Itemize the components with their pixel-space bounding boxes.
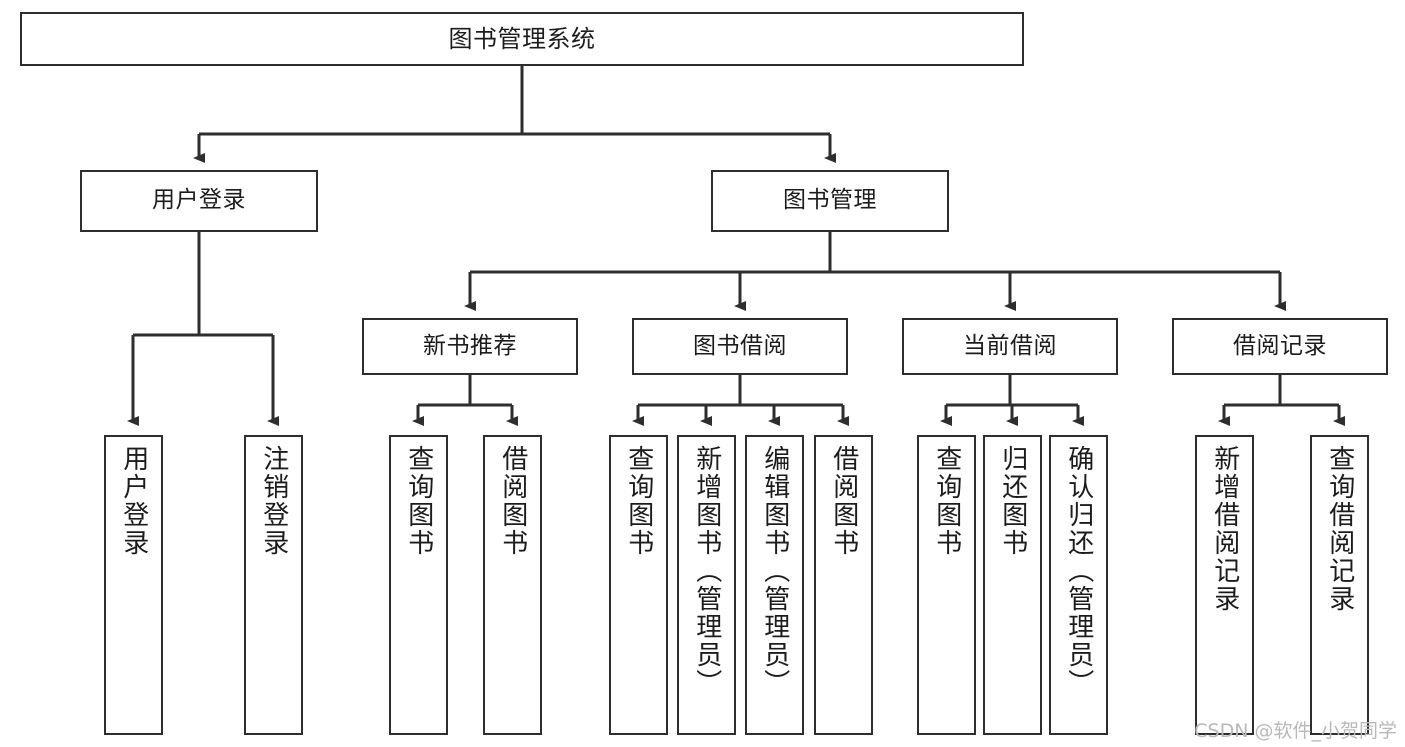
- node-label: 归还图书: [997, 445, 1028, 557]
- leaf-logout[interactable]: 注销登录: [244, 435, 303, 735]
- leaf-user-login[interactable]: 用户登录: [104, 435, 163, 735]
- node-new-book-recommendation[interactable]: 新书推荐: [362, 318, 578, 375]
- node-label: 确认归还（管理员）: [1063, 445, 1094, 697]
- node-label: 用户登录: [152, 187, 246, 214]
- leaf-query-books-recommendation[interactable]: 查询图书: [389, 435, 448, 735]
- node-label: 编辑图书（管理员）: [759, 445, 790, 697]
- node-label: 查询图书: [623, 445, 654, 557]
- leaf-add-borrow-record[interactable]: 新增借阅记录: [1195, 435, 1254, 735]
- node-book-borrowing[interactable]: 图书借阅: [632, 318, 848, 375]
- node-label: 借阅图书: [497, 445, 528, 557]
- leaf-query-borrow-record[interactable]: 查询借阅记录: [1310, 435, 1369, 735]
- node-label: 借阅图书: [828, 445, 859, 557]
- leaf-query-books-current[interactable]: 查询图书: [917, 435, 976, 735]
- node-user-login[interactable]: 用户登录: [80, 170, 318, 232]
- node-label: 新增借阅记录: [1209, 445, 1240, 613]
- node-label: 新书推荐: [423, 332, 517, 359]
- node-label: 图书管理: [783, 187, 877, 214]
- watermark: CSDN @软件_小贺同学: [1194, 720, 1397, 742]
- node-label: 注销登录: [258, 445, 289, 557]
- node-label: 查询图书: [931, 445, 962, 557]
- leaf-borrow-books[interactable]: 借阅图书: [814, 435, 873, 735]
- leaf-borrow-books-recommendation[interactable]: 借阅图书: [483, 435, 542, 735]
- node-label: 查询图书: [403, 445, 434, 557]
- node-label: 图书借阅: [693, 332, 787, 359]
- node-current-borrowing[interactable]: 当前借阅: [902, 318, 1118, 375]
- node-label: 新增图书（管理员）: [691, 445, 722, 697]
- node-label: 当前借阅: [963, 332, 1057, 359]
- node-label: 借阅记录: [1233, 332, 1327, 359]
- leaf-query-books-borrowing[interactable]: 查询图书: [609, 435, 668, 735]
- leaf-edit-book-admin[interactable]: 编辑图书（管理员）: [745, 435, 804, 735]
- node-book-management[interactable]: 图书管理: [711, 170, 949, 232]
- node-label: 图书管理系统: [448, 24, 596, 53]
- node-label: 用户登录: [118, 445, 149, 557]
- node-borrow-records[interactable]: 借阅记录: [1172, 318, 1388, 375]
- leaf-add-book-admin[interactable]: 新增图书（管理员）: [677, 435, 736, 735]
- node-label: 查询借阅记录: [1324, 445, 1355, 613]
- node-root-library-management-system[interactable]: 图书管理系统: [20, 12, 1024, 66]
- leaf-return-books[interactable]: 归还图书: [983, 435, 1042, 735]
- leaf-confirm-return-admin[interactable]: 确认归还（管理员）: [1049, 435, 1108, 735]
